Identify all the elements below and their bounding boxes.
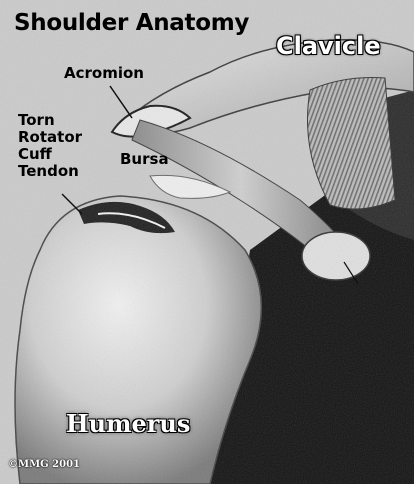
torn-label-line: Torn — [18, 112, 82, 129]
copyright-label: ©MMG 2001 — [8, 460, 80, 470]
cuff-label-line: Cuff — [18, 146, 82, 163]
clavicle-label: Clavicle — [276, 34, 381, 58]
diagram-title: Shoulder Anatomy — [14, 12, 249, 35]
torn-rotator-cuff-tendon-label: Torn Rotator Cuff Tendon — [18, 112, 82, 180]
humerus-label: Humerus — [66, 412, 190, 436]
tendon-label-line: Tendon — [18, 163, 82, 180]
acromion-label: Acromion — [64, 66, 144, 81]
rotator-label-line: Rotator — [18, 129, 82, 146]
bursa-label: Bursa — [120, 152, 169, 167]
